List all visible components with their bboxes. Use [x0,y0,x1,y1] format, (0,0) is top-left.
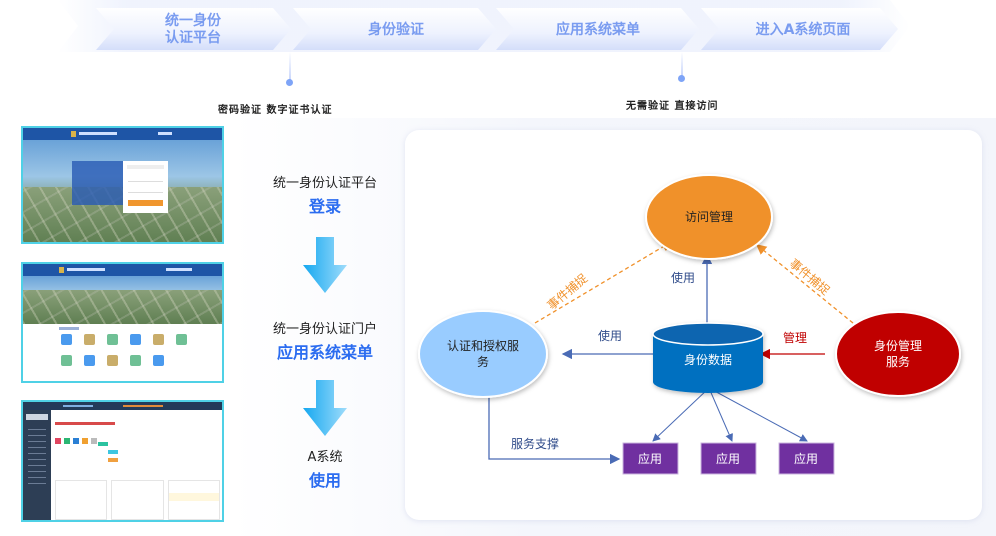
portal-menu-screenshot [21,262,224,383]
thumb-header [23,128,222,140]
label-manage: 管理 [783,330,807,345]
node-auth-service [418,310,548,398]
step-chevron-1 [96,8,291,50]
flow-step-login: 统一身份认证平台 登录 [272,176,377,216]
auth-methods-note: 密码验证 数字证书认证 [218,105,333,116]
diagram-canvas: 事件捕捉 事件捕捉 使用 使用 管理 服务支撑 访问管理 认证和授权服 务 身份… [418,174,961,475]
identity-architecture-diagram: 事件捕捉 事件捕捉 使用 使用 管理 服务支撑 访问管理 认证和授权服 务 身份… [405,130,982,520]
edge-event-capture-right [755,244,854,324]
step-chevron-4 [701,8,898,50]
down-arrow-icon [303,380,347,436]
label-event-capture-left: 事件捕捉 [544,270,590,312]
edge-data-app-1 [652,387,710,442]
edge-service-support [488,395,621,465]
node-app-1 [622,442,679,475]
login-button [128,200,163,206]
edge-event-capture-left [534,241,673,324]
label-use-left: 使用 [598,328,622,343]
node-app-2-label: 应用 [716,451,740,466]
node-app-3-label: 应用 [794,451,818,466]
step-chevron-2 [293,8,496,50]
city-background [23,140,222,242]
city-banner [23,276,222,324]
node-auth-service-label-1: 认证和授权服 [447,338,519,353]
a-system-screenshot [21,400,224,522]
edge-data-app-2 [708,387,733,442]
node-app-3 [778,442,835,475]
chevron-band [58,0,908,52]
thumb-panels [55,480,220,520]
step-4: 进入A系统页面 [755,21,851,38]
login-page-screenshot [21,126,224,244]
thumb-colored-buttons [55,438,97,444]
process-steps: 统一身份认证平台 身份验证 应用系统菜单 进入A系统页面 [58,0,908,52]
flow-step-portal: 统一身份认证门户 应用系统菜单 [272,322,377,362]
thumb-topbar [23,402,222,410]
app-grid [23,324,222,381]
label-use-up: 使用 [671,270,695,285]
connector-dot [286,79,293,86]
login-form-panel [123,161,168,213]
step-2: 身份验证 [368,21,424,38]
step-chevron-3 [496,8,699,50]
node-identity-data [652,322,764,393]
node-access-management [645,174,773,260]
flow-step-a-system: A系统 使用 [307,450,343,490]
thumb-header [23,264,222,276]
node-access-management-label: 访问管理 [685,209,733,224]
label-service-support: 服务支撑 [511,436,559,451]
node-app-1-label: 应用 [638,451,662,466]
login-info-panel [72,161,123,205]
connector-line [289,52,291,80]
thumb-sidebar [23,410,51,520]
connector-line [681,52,683,76]
node-identity-management-label-1: 身份管理 [874,338,922,353]
label-event-capture-right: 事件捕捉 [787,255,833,297]
down-arrow-icon [303,237,347,293]
step-1: 统一身份认证平台 [165,13,221,46]
node-auth-service-label-2: 务 [477,354,489,369]
step-3: 应用系统菜单 [556,21,640,38]
node-identity-management [835,311,961,397]
node-identity-data-label: 身份数据 [684,352,732,367]
edge-data-app-3 [708,387,808,442]
connector-dot [678,75,685,82]
node-app-2 [700,442,757,475]
node-identity-management-label-2: 服务 [886,354,910,369]
direct-access-note: 无需验证 直接访问 [626,101,719,112]
